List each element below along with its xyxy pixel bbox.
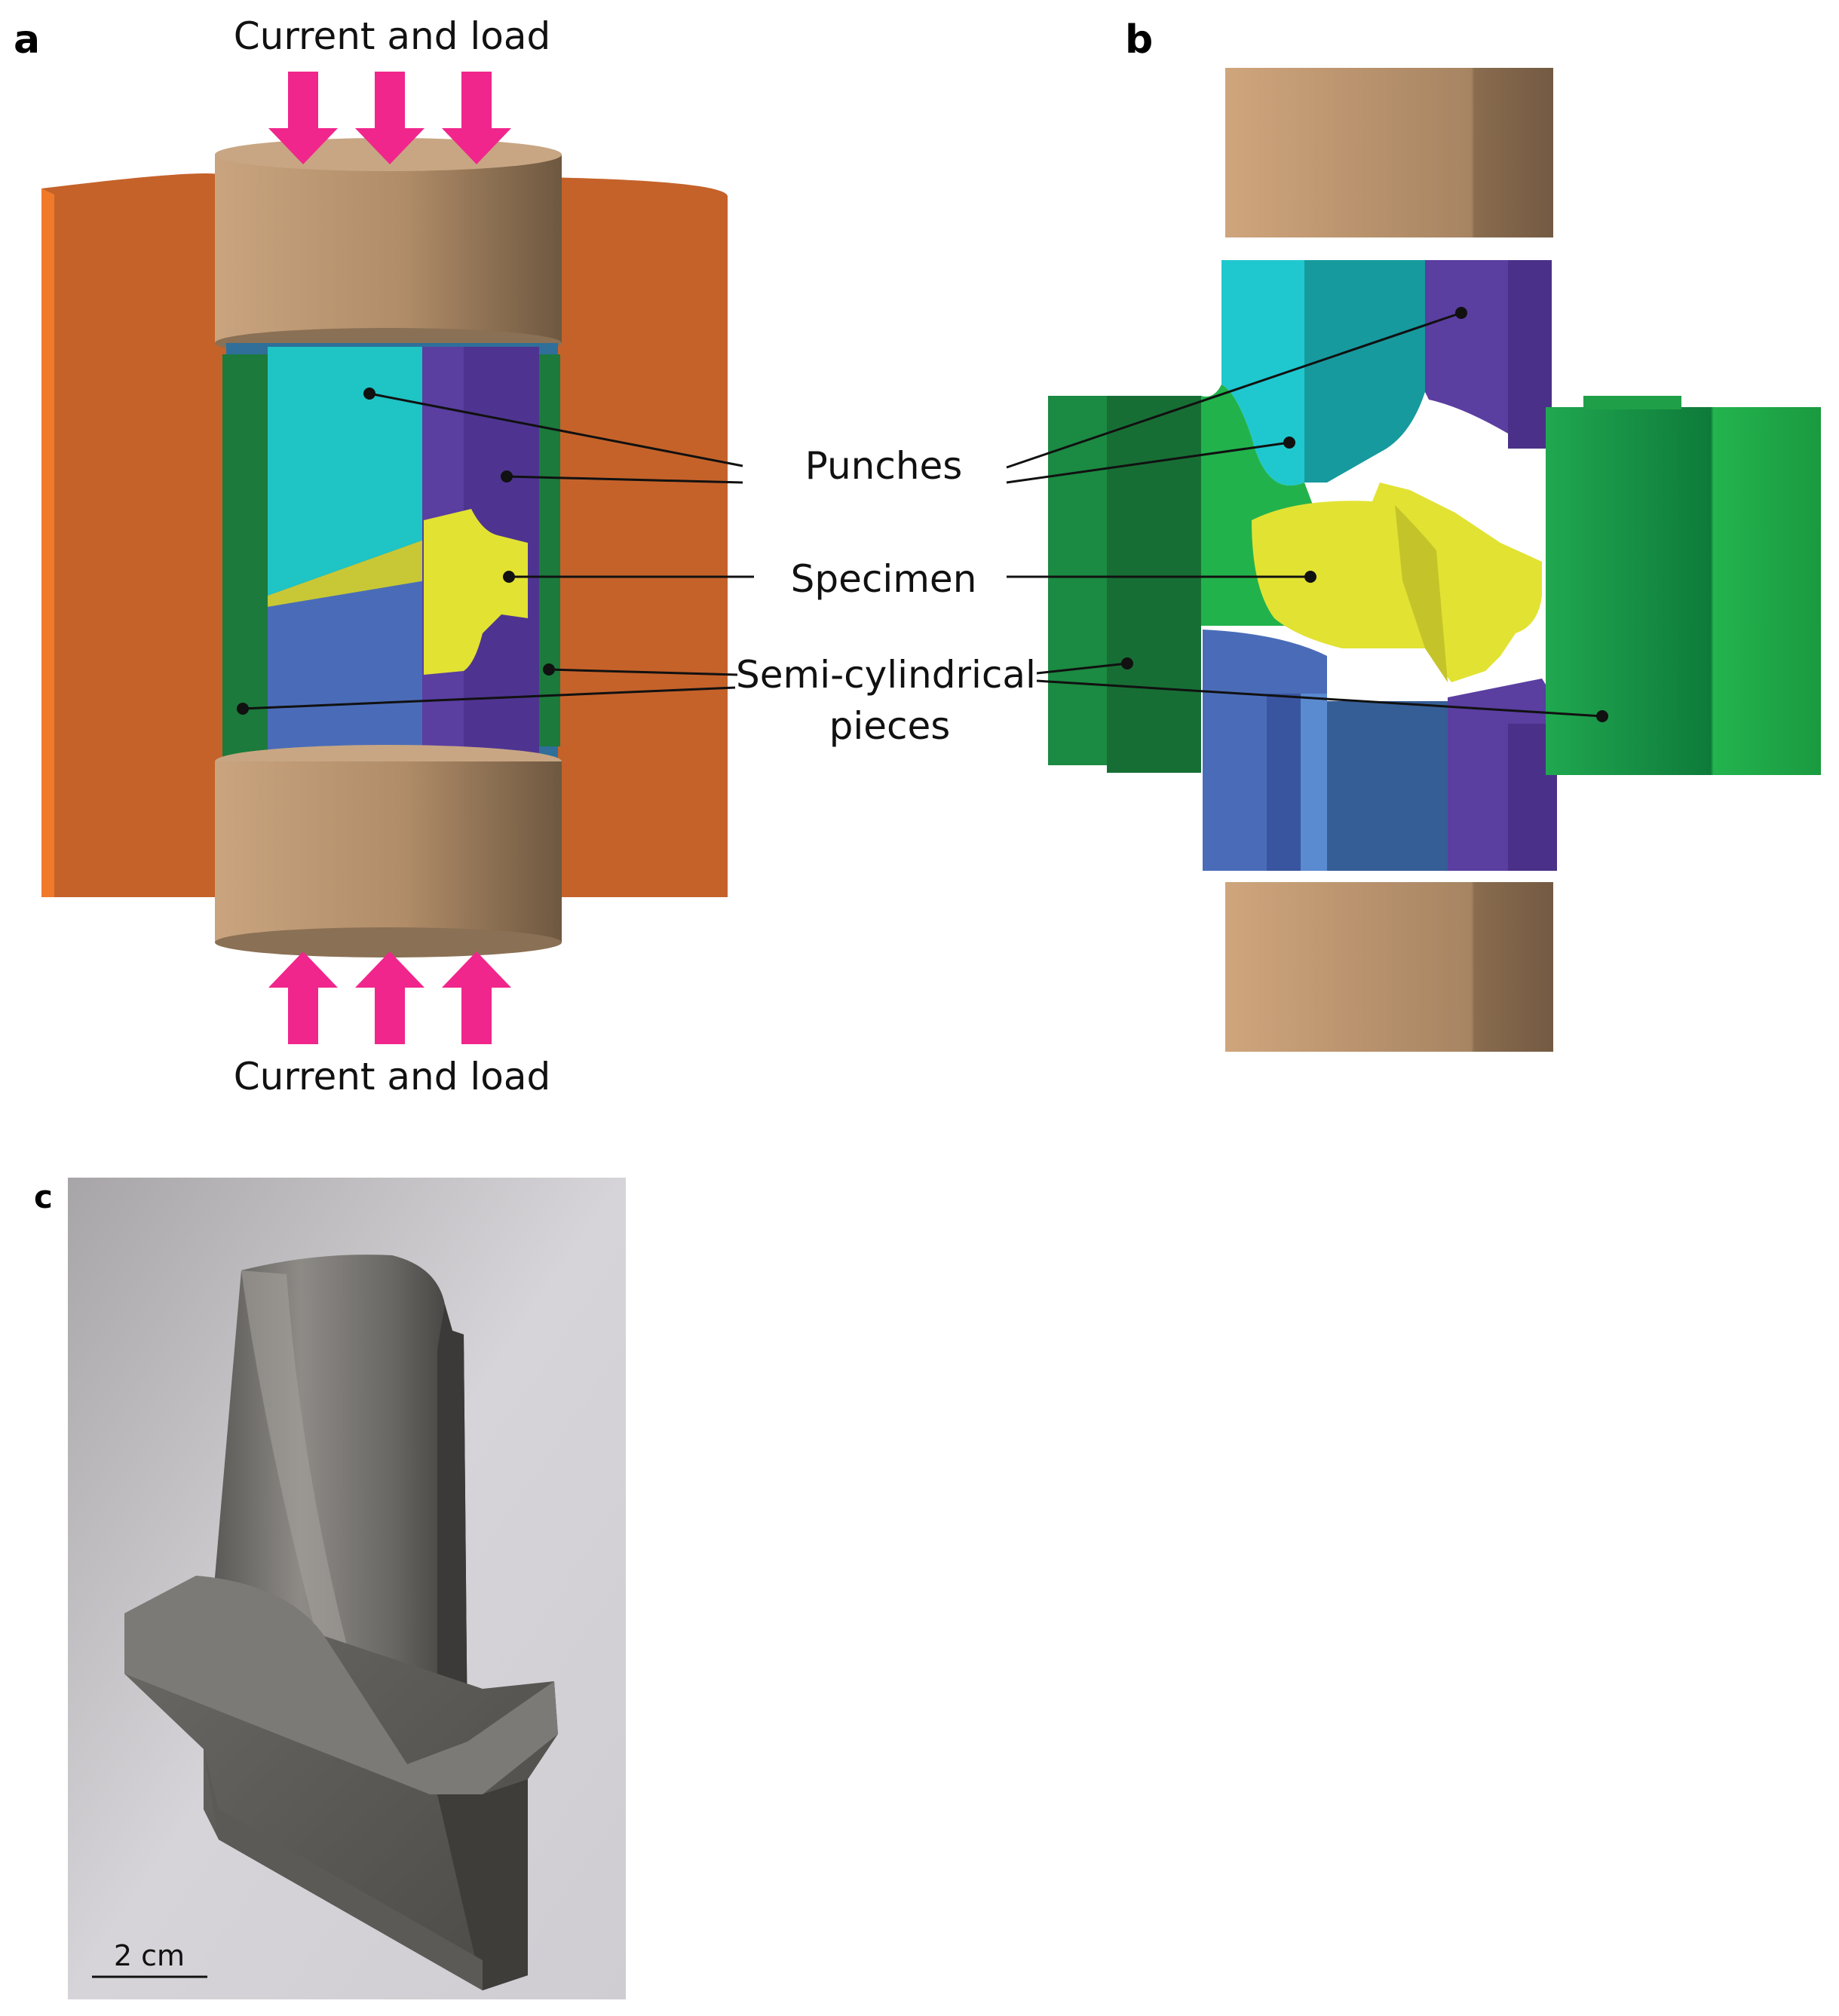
- arrow-up-icon: [268, 951, 338, 1044]
- die-graphite: [41, 173, 728, 897]
- specimen-b: [1252, 483, 1542, 682]
- panel-b: b: [237, 17, 1821, 1052]
- scale-bar: 2 cm: [92, 1939, 207, 1978]
- label-current-bottom: Current and load: [234, 1055, 551, 1098]
- top-electrode-b: [1225, 68, 1553, 237]
- label-semi-line2: pieces: [829, 704, 951, 748]
- arrow-down-icon: [268, 72, 338, 164]
- scale-bar-label: 2 cm: [114, 1939, 185, 1972]
- top-electrode: [215, 138, 562, 358]
- mold-interior: [222, 343, 560, 769]
- arrow-up-icon: [442, 951, 511, 1044]
- label-specimen: Specimen: [791, 557, 977, 601]
- bottom-electrode-b: [1225, 882, 1553, 1052]
- arrow-up-icon: [355, 951, 425, 1044]
- upper-punch-b: [1221, 260, 1552, 486]
- panel-a: a: [14, 14, 728, 1098]
- label-punches: Punches: [805, 444, 963, 488]
- panel-c: c 2 cm: [34, 1178, 626, 1999]
- leader-lines: [242, 311, 1603, 718]
- bottom-electrode: [215, 745, 562, 957]
- label-semi-line1: Semi-cylindrical: [736, 653, 1036, 697]
- specimen-photo: [68, 1178, 626, 1999]
- label-current-top: Current and load: [234, 14, 551, 58]
- arrows-top: [268, 72, 511, 164]
- panel-letter-a: a: [14, 17, 40, 63]
- lower-punch-b: [1203, 630, 1557, 871]
- panel-letter-b: b: [1125, 17, 1153, 63]
- leader-dots: [237, 307, 1608, 722]
- panel-letter-c: c: [34, 1178, 53, 1215]
- arrow-down-icon: [442, 72, 511, 164]
- right-semicylinder-b: [1546, 396, 1821, 775]
- arrows-bottom: [268, 951, 511, 1044]
- arrow-down-icon: [355, 72, 425, 164]
